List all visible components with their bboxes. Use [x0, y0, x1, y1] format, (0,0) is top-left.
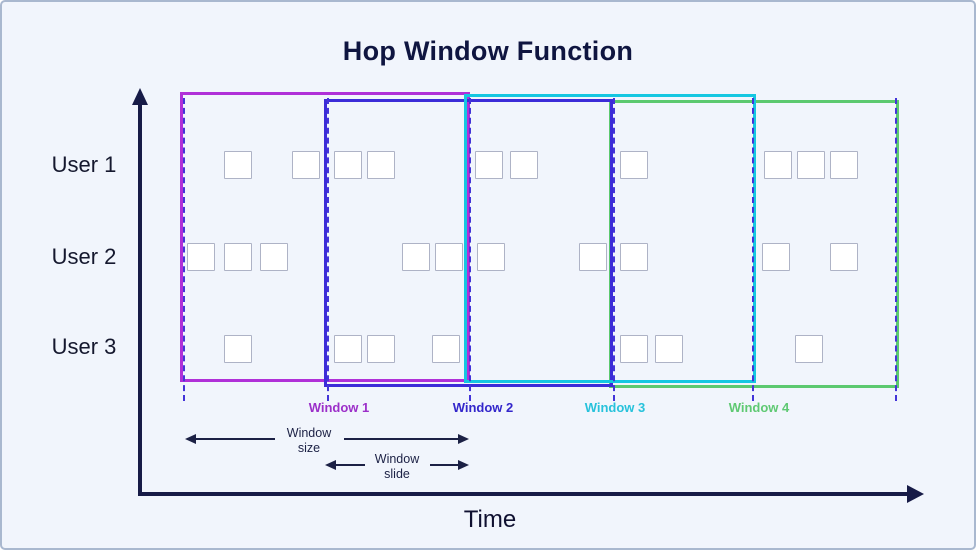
event-square-user-1 — [292, 151, 320, 179]
event-square-user-1 — [830, 151, 858, 179]
window-size-arrow-left-icon — [185, 434, 196, 444]
window-4-label: Window 4 — [728, 400, 790, 415]
event-square-user-1 — [620, 151, 648, 179]
x-axis — [138, 485, 924, 503]
event-square-user-2 — [260, 243, 288, 271]
event-square-user-3 — [367, 335, 395, 363]
window-slide-arrow-line-left — [334, 464, 365, 466]
window-slide-arrow-right-icon — [458, 460, 469, 470]
event-square-user-2 — [435, 243, 463, 271]
window-1-label: Window 1 — [308, 400, 370, 415]
window-3-label: Window 3 — [584, 400, 646, 415]
event-square-user-1 — [797, 151, 825, 179]
hop-boundary-line-3 — [469, 98, 471, 401]
event-square-user-1 — [764, 151, 792, 179]
window-2-label: Window 2 — [452, 400, 514, 415]
event-square-user-2 — [402, 243, 430, 271]
hop-boundary-line-2 — [327, 98, 329, 401]
x-axis-arrowhead-icon — [907, 485, 924, 503]
event-square-user-2 — [477, 243, 505, 271]
event-square-user-2 — [579, 243, 607, 271]
window-size-text-1: Window — [286, 426, 332, 440]
event-square-user-1 — [367, 151, 395, 179]
window-slide-text-2: slide — [384, 466, 410, 481]
event-square-user-3 — [224, 335, 252, 363]
window-3-frame — [464, 94, 756, 383]
event-square-user-2 — [187, 243, 215, 271]
page-title: Hop Window Function — [342, 36, 634, 66]
event-square-user-3 — [620, 335, 648, 363]
event-square-user-3 — [795, 335, 823, 363]
y-axis — [132, 88, 148, 496]
hop-boundary-line-4 — [613, 98, 615, 401]
event-square-user-2 — [224, 243, 252, 271]
window-size-arrow-line-left — [194, 438, 275, 440]
event-square-user-1 — [510, 151, 538, 179]
hop-boundary-line-5 — [752, 98, 754, 401]
user-2-label: User 2 — [51, 244, 117, 269]
window-size-arrow-line-right — [344, 438, 458, 440]
user-3-label: User 3 — [51, 334, 117, 359]
event-square-user-2 — [620, 243, 648, 271]
window-slide-text-1: Window — [374, 452, 420, 466]
event-square-user-3 — [334, 335, 362, 363]
event-square-user-1 — [475, 151, 503, 179]
window-slide-arrow-left-icon — [325, 460, 336, 470]
x-axis-label: Time — [463, 506, 517, 533]
y-axis-arrowhead-icon — [132, 88, 148, 105]
window-2-frame — [324, 99, 613, 387]
event-square-user-2 — [830, 243, 858, 271]
event-square-user-3 — [655, 335, 683, 363]
event-square-user-2 — [762, 243, 790, 271]
window-size-arrow-right-icon — [458, 434, 469, 444]
hop-boundary-line-6 — [895, 98, 897, 401]
event-square-user-1 — [224, 151, 252, 179]
window-size-text-2: size — [297, 440, 321, 455]
event-square-user-3 — [432, 335, 460, 363]
user-1-label: User 1 — [51, 152, 117, 177]
event-square-user-1 — [334, 151, 362, 179]
hop-boundary-line-1 — [183, 98, 185, 401]
window-slide-arrow-line-right — [430, 464, 458, 466]
